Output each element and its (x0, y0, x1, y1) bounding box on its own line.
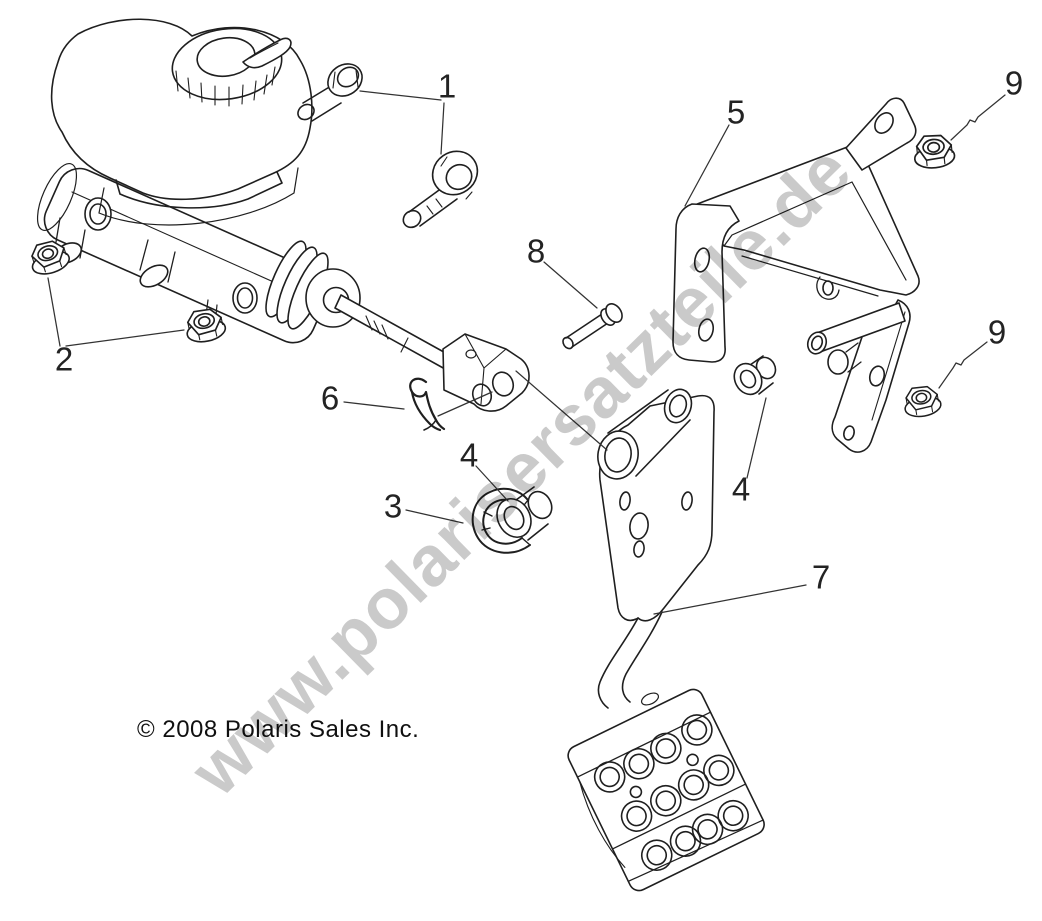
pivot-shaft-assembly (806, 299, 911, 453)
flange-bolt-upper (297, 63, 363, 122)
callout-8: 8 (526, 232, 546, 270)
callout-4-left: 4 (459, 436, 479, 474)
callout-4-right: 4 (731, 470, 751, 508)
leader-lines (47, 90, 1006, 615)
master-cylinder (36, 18, 452, 370)
mounting-bracket (672, 97, 920, 363)
callout-6: 6 (320, 379, 340, 417)
brake-pedal (567, 388, 765, 892)
clevis-pin (562, 303, 623, 350)
copyright-text: © 2008 Polaris Sales Inc. (137, 716, 420, 743)
callout-9-top: 9 (1004, 64, 1024, 102)
pivot-bushing-left (496, 486, 553, 541)
callout-2: 2 (54, 340, 74, 378)
callout-3: 3 (383, 487, 403, 525)
reservoir-cap (171, 27, 292, 107)
flange-nut-9a (911, 132, 957, 171)
flange-bolt-lower (402, 150, 479, 229)
clevis (442, 333, 530, 412)
pivot-bushing-right (733, 355, 777, 396)
flange-nut-9b (900, 383, 944, 420)
hairpin-clip (409, 377, 446, 432)
callout-9-middle: 9 (987, 313, 1007, 351)
callout-1: 1 (437, 67, 457, 105)
callout-7: 7 (811, 558, 831, 596)
callout-5: 5 (726, 93, 746, 131)
